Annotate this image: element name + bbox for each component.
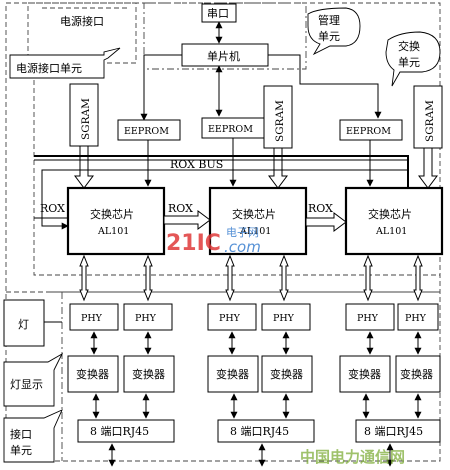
management-unit-callout: 管理 单元 [307,7,361,56]
power-port-label: 电源接口 [60,14,104,28]
phy-5 [345,303,395,331]
converter-1 [67,355,119,393]
watermark-logo: 21IC 电子网 .com [166,226,261,256]
converter-1-label: 变换器 [76,367,109,381]
switch-chip-2-model: AL101 [239,226,271,237]
rj45-2-label: 8 端口RJ45 [230,425,289,438]
sgram-3-label: SGRAM [424,100,436,142]
switch-chip-2 [208,186,308,256]
rj45-3 [355,419,441,443]
converter-3 [207,355,259,393]
switch-chip-2-label: 交换芯片 [232,207,276,221]
mcu-eeprom3-link [268,54,382,119]
switch-unit-label-2: 单元 [398,56,420,69]
switch-unit-region [33,64,440,276]
sgram3-chip3-link [418,147,438,189]
rj45-1-label: 8 端口RJ45 [90,425,149,438]
rox-link-chip2-chip3 [305,212,347,232]
mcu-label: 单片机 [207,49,240,63]
mgmt-unit-label-2: 单元 [318,30,340,43]
rox-bus-line [34,155,409,188]
watermark-brand: 21IC [166,231,221,256]
mcu-eeprom1-link [140,54,182,121]
converter-4-label: 变换器 [270,367,303,381]
converter-2 [123,355,175,393]
eeprom-1-label: EEPROM [124,126,169,137]
rj45-3-label: 8 端口RJ45 [364,425,423,438]
sgram2-chip2-link [268,147,288,189]
switch-unit-callout: 交换 单元 [385,31,441,87]
switch-chip-3-model: AL101 [375,226,407,237]
rj45-1 [77,419,175,443]
converter-4 [261,355,313,393]
management-unit-region [143,2,307,70]
interface-unit-callout: 接口 单元 [3,409,63,463]
lamp-label: 灯 [18,318,29,331]
lamp-display-callout: 灯显示 [3,352,64,407]
phy-5-label: PHY [357,313,379,324]
switch-chip-1-model: AL101 [97,226,129,237]
converter-2-label: 变换器 [132,367,165,381]
switch-chip-3 [344,186,444,256]
converter-3-label: 变换器 [216,367,249,381]
rox-label-2: ROX [168,202,193,215]
converter-6-label: 变换器 [400,367,433,381]
phy-6-label: PHY [405,313,427,324]
phy-4-label: PHY [273,313,295,324]
phy-2 [123,303,173,331]
phy-2-label: PHY [135,313,157,324]
phy-3-label: PHY [219,313,241,324]
power-port-unit-label: 电源接口单元 [16,61,82,75]
phy-1 [69,303,119,331]
eeprom-1 [117,119,181,141]
converter-rj45-links [92,393,422,419]
switch-unit-label-1: 交换 [398,39,420,53]
phy-converter-links [90,331,422,355]
switch-chip-1 [66,186,166,256]
rox-bus-chip1-link [41,169,69,230]
switch-chip-3-label: 交换芯片 [368,207,412,221]
watermark-brand-cn: 电子网 [226,226,259,239]
eeprom-3-label: EEPROM [346,126,391,137]
interface-unit-label-2: 单元 [10,444,32,457]
sgram-1-label: SGRAM [80,98,92,140]
phy-3 [207,303,257,331]
sgram-2-label: SGRAM [274,100,286,142]
rj45-external-links [108,443,394,467]
switch-chip-1-label: 交换芯片 [90,207,134,221]
converter-6 [395,355,441,393]
converter-5 [339,355,391,393]
rox-label-1: ROX [40,202,65,215]
rox-label-3: ROX [308,202,333,215]
lamp-display-label: 灯显示 [10,378,43,391]
phy-6 [397,303,439,331]
serial-port-label: 串口 [207,7,229,20]
power-unit-region [27,2,137,64]
rj45-2 [217,419,315,443]
footer-watermark: 中国电力通信网 [300,448,405,466]
converter-5-label: 变换器 [348,367,381,381]
sgram-3 [413,85,443,149]
rox-bus-label: ROX BUS [170,158,223,171]
rox-link-chip1-chip2 [163,210,211,230]
interface-unit-label-1: 接口 [10,428,32,441]
phy-1-label: PHY [81,313,103,324]
watermark-brand-com: .com [224,238,261,256]
lamp-box [3,299,45,347]
mgmt-unit-label-1: 管理 [318,13,340,27]
sgram1-chip1-link [74,145,94,189]
sgram-1 [69,83,99,147]
chip-phy-links [79,254,423,302]
power-port-unit-callout: 电源接口单元 [9,47,121,79]
eeprom-2-label: EEPROM [208,124,253,135]
phy-4 [261,303,311,331]
eeprom-3 [339,119,403,141]
